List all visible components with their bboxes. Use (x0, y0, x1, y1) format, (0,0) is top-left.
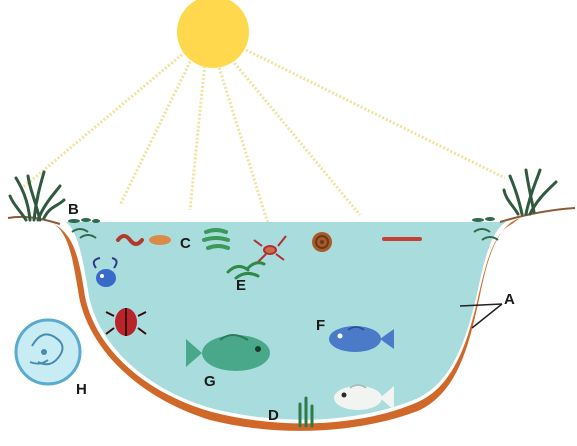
red-stick (382, 237, 422, 241)
left-shore-plant (10, 172, 64, 220)
microscopic-inset (16, 320, 80, 384)
snail (312, 232, 332, 252)
label-g: G (204, 373, 216, 390)
label-f: F (316, 317, 325, 334)
right-shore-plant (504, 170, 556, 214)
right-bank (500, 208, 575, 222)
label-d: D (268, 407, 279, 424)
orange-larva (149, 235, 171, 245)
label-b: B (68, 201, 79, 218)
label-a: A (504, 291, 515, 308)
sun-rays (20, 50, 505, 230)
label-e: E (236, 277, 246, 294)
label-h: H (76, 381, 87, 398)
label-c: C (180, 235, 191, 252)
sun (177, 0, 249, 68)
